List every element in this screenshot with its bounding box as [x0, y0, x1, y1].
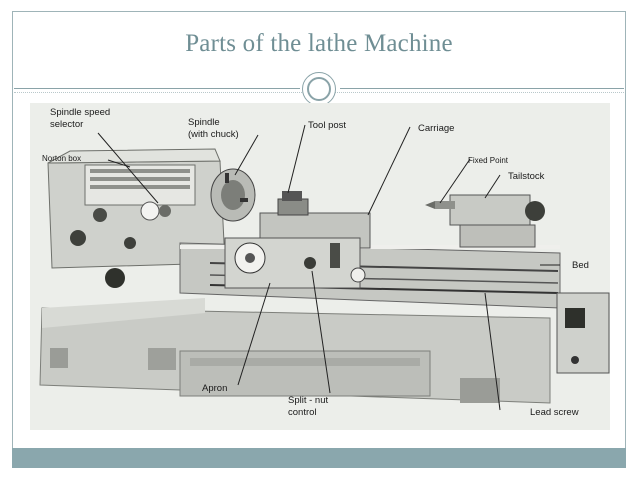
title-divider-left	[14, 88, 300, 89]
lathe-diagram-svg: Spindle speed selector Norton box Spindl…	[30, 103, 610, 430]
spindle-chuck	[210, 168, 256, 222]
label-carriage: Carriage	[418, 123, 454, 134]
slide-title: Parts of the lathe Machine	[185, 30, 453, 57]
leader-lines	[97, 124, 560, 411]
label-split-nut-line2: control	[288, 407, 317, 418]
footer-band	[12, 448, 626, 468]
label-apron: Apron	[202, 383, 227, 394]
label-spindle-speed-selector-line1: Spindle speed	[50, 107, 110, 118]
carriage-assembly	[224, 191, 371, 289]
machine-base	[39, 298, 551, 404]
label-tailstock: Tailstock	[508, 171, 545, 182]
label-spindle-line2: (with chuck)	[188, 129, 239, 140]
tailstock	[425, 194, 545, 248]
label-lead-screw: Lead screw	[530, 407, 579, 418]
label-split-nut-line1: Split - nut	[288, 395, 328, 406]
label-fixed-point: Fixed Point	[468, 156, 509, 165]
circle-ornament-inner	[307, 77, 331, 101]
label-bed: Bed	[572, 260, 589, 271]
label-spindle-speed-selector-line2: selector	[50, 119, 83, 130]
label-spindle-line1: Spindle	[188, 117, 220, 128]
electrical-box	[556, 292, 610, 374]
label-tool-post: Tool post	[308, 120, 346, 131]
title-divider-right	[340, 88, 624, 89]
lathe-machine-photo: Spindle speed selector Norton box Spindl…	[30, 103, 610, 430]
headstock	[47, 148, 226, 288]
circle-ornament-icon	[302, 72, 336, 106]
label-norton-box: Norton box	[42, 154, 81, 163]
